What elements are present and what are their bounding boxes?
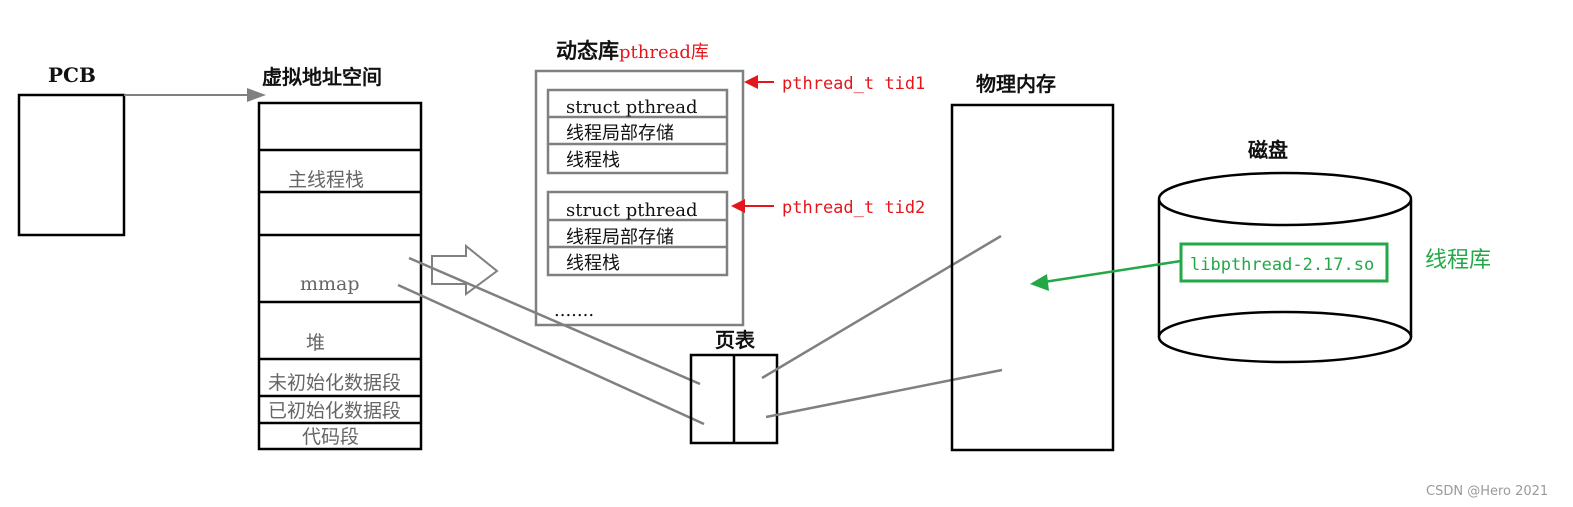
tid2-label: pthread_t tid2 — [782, 198, 925, 218]
page-table-box — [689, 353, 779, 445]
watermark: CSDN @Hero 2021 — [1426, 484, 1548, 499]
block2-stack: 线程栈 — [566, 253, 620, 274]
mmap-hollow-arrow — [431, 243, 499, 296]
pcb-label: PCB — [48, 63, 96, 87]
block2-struct: struct pthread — [566, 200, 698, 221]
pt-to-phys-line-lower — [765, 368, 1003, 419]
page-table-label: 页表 — [715, 328, 756, 352]
libpthread-file-name: libpthread-2.17.so — [1190, 255, 1374, 275]
block1-struct: struct pthread — [566, 97, 698, 118]
physical-memory-box — [950, 103, 1115, 452]
pcb-arrow-head — [247, 88, 266, 102]
dynamic-lib-title-suffix: pthread库 — [619, 42, 709, 63]
load-arrow-head — [1030, 274, 1049, 291]
dynamic-lib-title: 动态库pthread库 — [556, 38, 709, 63]
tid1-arrow-head — [744, 75, 758, 89]
pt-to-phys-line-upper — [761, 234, 1002, 380]
segment-main-stack: 主线程栈 — [288, 169, 364, 191]
disk-label: 磁盘 — [1248, 138, 1288, 162]
segment-heap: 堆 — [306, 332, 325, 354]
physical-memory-label: 物理内存 — [976, 72, 1056, 96]
load-arrow — [1043, 259, 1182, 284]
pthread-block-1 — [546, 88, 729, 175]
block1-stack: 线程栈 — [566, 150, 620, 171]
mapping-line-upper — [408, 256, 701, 386]
pcb-box — [17, 93, 126, 237]
segment-code: 代码段 — [302, 426, 359, 448]
segment-mmap: mmap — [300, 273, 360, 295]
pthread-block-2 — [546, 190, 729, 277]
dynamic-lib-box — [534, 69, 745, 327]
segment-bss: 未初始化数据段 — [268, 372, 401, 394]
libpthread-file-box — [1179, 242, 1389, 283]
thread-lib-caption: 线程库 — [1425, 248, 1491, 273]
disk-cylinder — [1157, 171, 1413, 364]
block2-tls: 线程局部存储 — [566, 227, 674, 248]
tid1-label: pthread_t tid1 — [782, 74, 925, 94]
block1-tls: 线程局部存储 — [566, 123, 674, 144]
mapping-line-lower — [397, 283, 705, 426]
virtual-space-column — [257, 101, 423, 451]
segment-data: 已初始化数据段 — [268, 400, 401, 422]
virtual-space-title: 虚拟地址空间 — [262, 65, 382, 89]
dynamic-lib-ellipsis: ....... — [554, 300, 594, 321]
tid2-arrow-head — [731, 199, 745, 213]
dynamic-lib-title-prefix: 动态库 — [556, 38, 619, 63]
